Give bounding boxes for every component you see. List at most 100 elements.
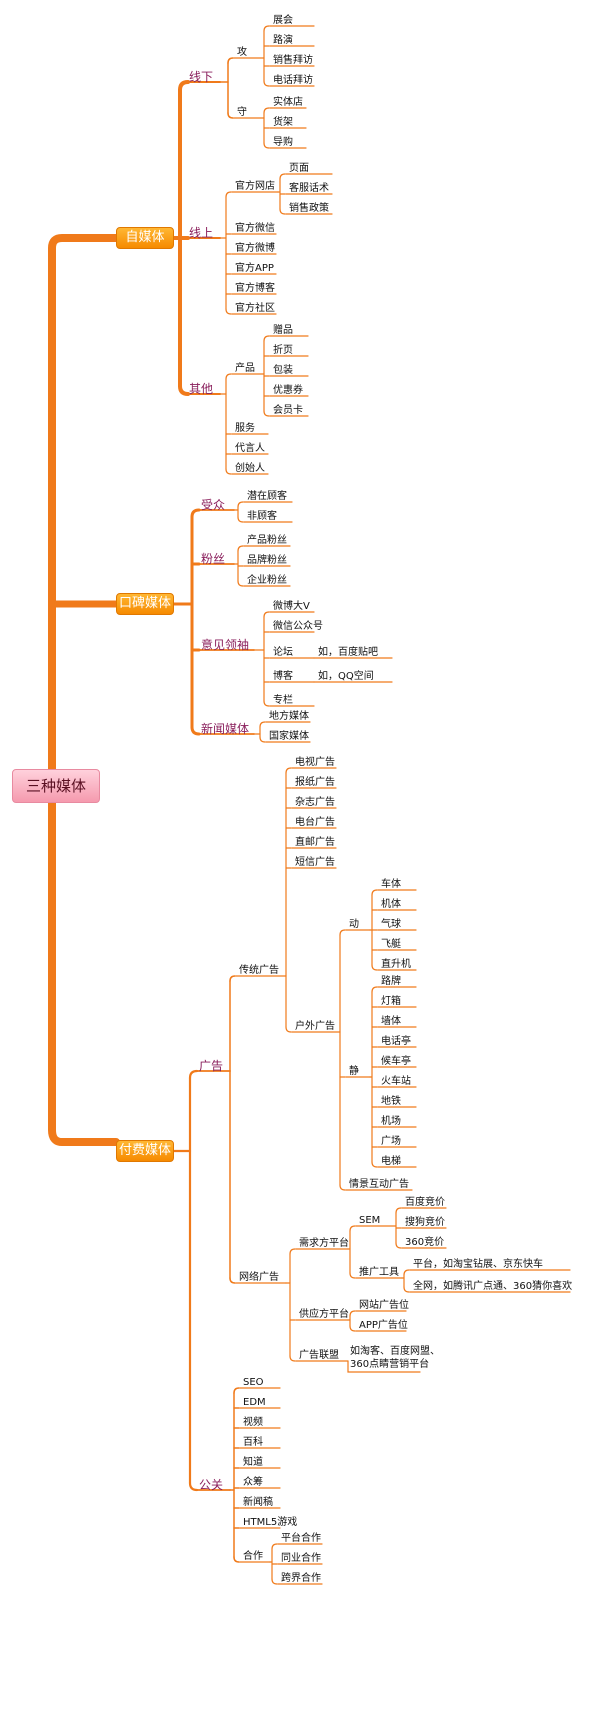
leaf-node: 电视广告 <box>295 757 335 768</box>
leaf-node: 机体 <box>381 899 401 910</box>
leaf-node: 电话拜访 <box>273 75 313 86</box>
leaf-node: 全网，如腾讯广点通、360猜你喜欢 <box>413 1281 573 1292</box>
node-online-ads: 网络广告 <box>239 1272 279 1283</box>
main-node-paid-media: 付费媒体 <box>116 1140 174 1162</box>
leaf-node: 代言人 <box>235 443 265 454</box>
main-node-wom-media: 口碑媒体 <box>116 593 174 615</box>
branch-elbow <box>225 373 232 380</box>
leaf-node: 企业粉丝 <box>247 575 287 586</box>
leaf-node: 产品粉丝 <box>247 535 287 546</box>
leaf-node: 360竞价 <box>405 1237 445 1248</box>
node-ssp: 供应方平台 <box>299 1309 349 1320</box>
level1-offline: 线下 <box>189 70 214 84</box>
leaf-node: 页面 <box>289 163 309 174</box>
note-blog: 如，QQ空间 <box>318 671 374 682</box>
leaf-node: 短信广告 <box>295 857 335 868</box>
leaf-node: 展会 <box>273 15 293 26</box>
main-node-self-media: 自媒体 <box>116 227 174 249</box>
branch-elbow <box>339 1184 346 1191</box>
level1-news: 新闻媒体 <box>201 722 250 736</box>
leaf-node: 电话亭 <box>381 1036 411 1047</box>
branch-elbow <box>229 975 236 982</box>
leaf-node: 地铁 <box>381 1096 401 1107</box>
leaf-node: 优惠券 <box>273 385 303 396</box>
leaf-node: 电台广告 <box>295 817 335 828</box>
leaf-node: 车体 <box>381 879 401 890</box>
leaf-node: 实体店 <box>273 97 303 108</box>
trunk-branch <box>48 234 120 773</box>
leaf-node: 潜在顾客 <box>247 491 287 502</box>
leaf-node: 折页 <box>273 345 293 356</box>
branch-elbow <box>371 964 378 971</box>
branch-elbow <box>225 191 232 198</box>
leaf-node: 国家媒体 <box>269 731 309 742</box>
node-official-store: 官方网店 <box>235 181 275 192</box>
branch-elbow <box>349 1272 356 1279</box>
leaf-node: 官方博客 <box>235 283 275 294</box>
node-interactive: 情景互动广告 <box>349 1179 409 1190</box>
leaf-node: 地方媒体 <box>269 711 309 722</box>
leaf-node: 赠品 <box>273 325 293 336</box>
branch-elbow <box>233 1556 240 1563</box>
branch-elbow <box>263 25 270 32</box>
leaf-node: 微博大V <box>273 601 310 612</box>
node-promo-tools: 推广工具 <box>359 1267 399 1278</box>
leaf-node: 官方社区 <box>235 303 275 314</box>
leaf-node: 论坛 <box>273 647 293 658</box>
branch-elbow <box>237 545 244 552</box>
leaf-node: 灯箱 <box>381 996 401 1007</box>
branch-elbow <box>339 929 346 936</box>
node-ad-network: 广告联盟 <box>299 1350 339 1361</box>
branch-elbow <box>279 208 286 215</box>
leaf-node: 直升机 <box>381 959 411 970</box>
note-network-1: 如淘客、百度网盟、 <box>350 1346 440 1357</box>
branch-elbow <box>259 736 266 743</box>
branch-elbow <box>263 700 270 707</box>
branch-elbow <box>237 580 244 587</box>
leaf-node: 机场 <box>381 1116 401 1127</box>
branch-elbow <box>395 1207 402 1214</box>
branch-elbow <box>227 112 234 119</box>
leaf-node: APP广告位 <box>359 1320 408 1331</box>
leaf-node: 网站广告位 <box>359 1300 409 1311</box>
leaf-node: 气球 <box>381 919 401 930</box>
branch-elbow <box>259 721 266 728</box>
leaf-node: 导购 <box>273 137 293 148</box>
branch-elbow <box>403 1286 410 1293</box>
note-forum: 如，百度贴吧 <box>318 647 378 658</box>
branch-elbow <box>349 1325 356 1332</box>
leaf-node: 候车亭 <box>381 1056 411 1067</box>
level1-audience: 受众 <box>201 498 226 512</box>
leaf-node: 同业合作 <box>281 1553 321 1564</box>
node-moving: 动 <box>349 919 359 930</box>
branch-elbow <box>285 1026 292 1033</box>
trunk-branch <box>48 799 120 1146</box>
node-defend: 守 <box>237 107 247 118</box>
node-traditional-ads: 传统广告 <box>239 965 279 976</box>
branch-elbow <box>279 173 286 180</box>
leaf-node: 服务 <box>235 423 255 434</box>
branch-elbow <box>237 516 244 523</box>
branch-elbow <box>371 986 378 993</box>
leaf-node: 平台，如淘宝钻展、京东快车 <box>413 1259 543 1270</box>
leaf-node: 平台合作 <box>281 1533 321 1544</box>
leaf-node: 官方微博 <box>235 243 275 254</box>
root-node: 三种媒体 <box>12 769 100 803</box>
level1-online: 线上 <box>189 226 214 240</box>
level1-kol: 意见领袖 <box>201 638 250 652</box>
pr-item: EDM <box>243 1397 266 1408</box>
node-outdoor: 户外广告 <box>295 1021 335 1032</box>
leaf-node: 客服话术 <box>289 183 329 194</box>
underline <box>347 1360 421 1373</box>
leaf-node: 货架 <box>273 117 293 128</box>
leaf-node: 路牌 <box>381 976 401 987</box>
leaf-node: 专栏 <box>273 695 293 706</box>
branch-elbow <box>263 107 270 114</box>
branch-elbow <box>349 1225 356 1232</box>
leaf-node: 品牌粉丝 <box>247 555 287 566</box>
leaf-node: 会员卡 <box>273 405 303 416</box>
leaf-node: 百度竞价 <box>405 1197 445 1208</box>
node-product: 产品 <box>235 363 255 374</box>
branch-elbow <box>403 1269 410 1276</box>
